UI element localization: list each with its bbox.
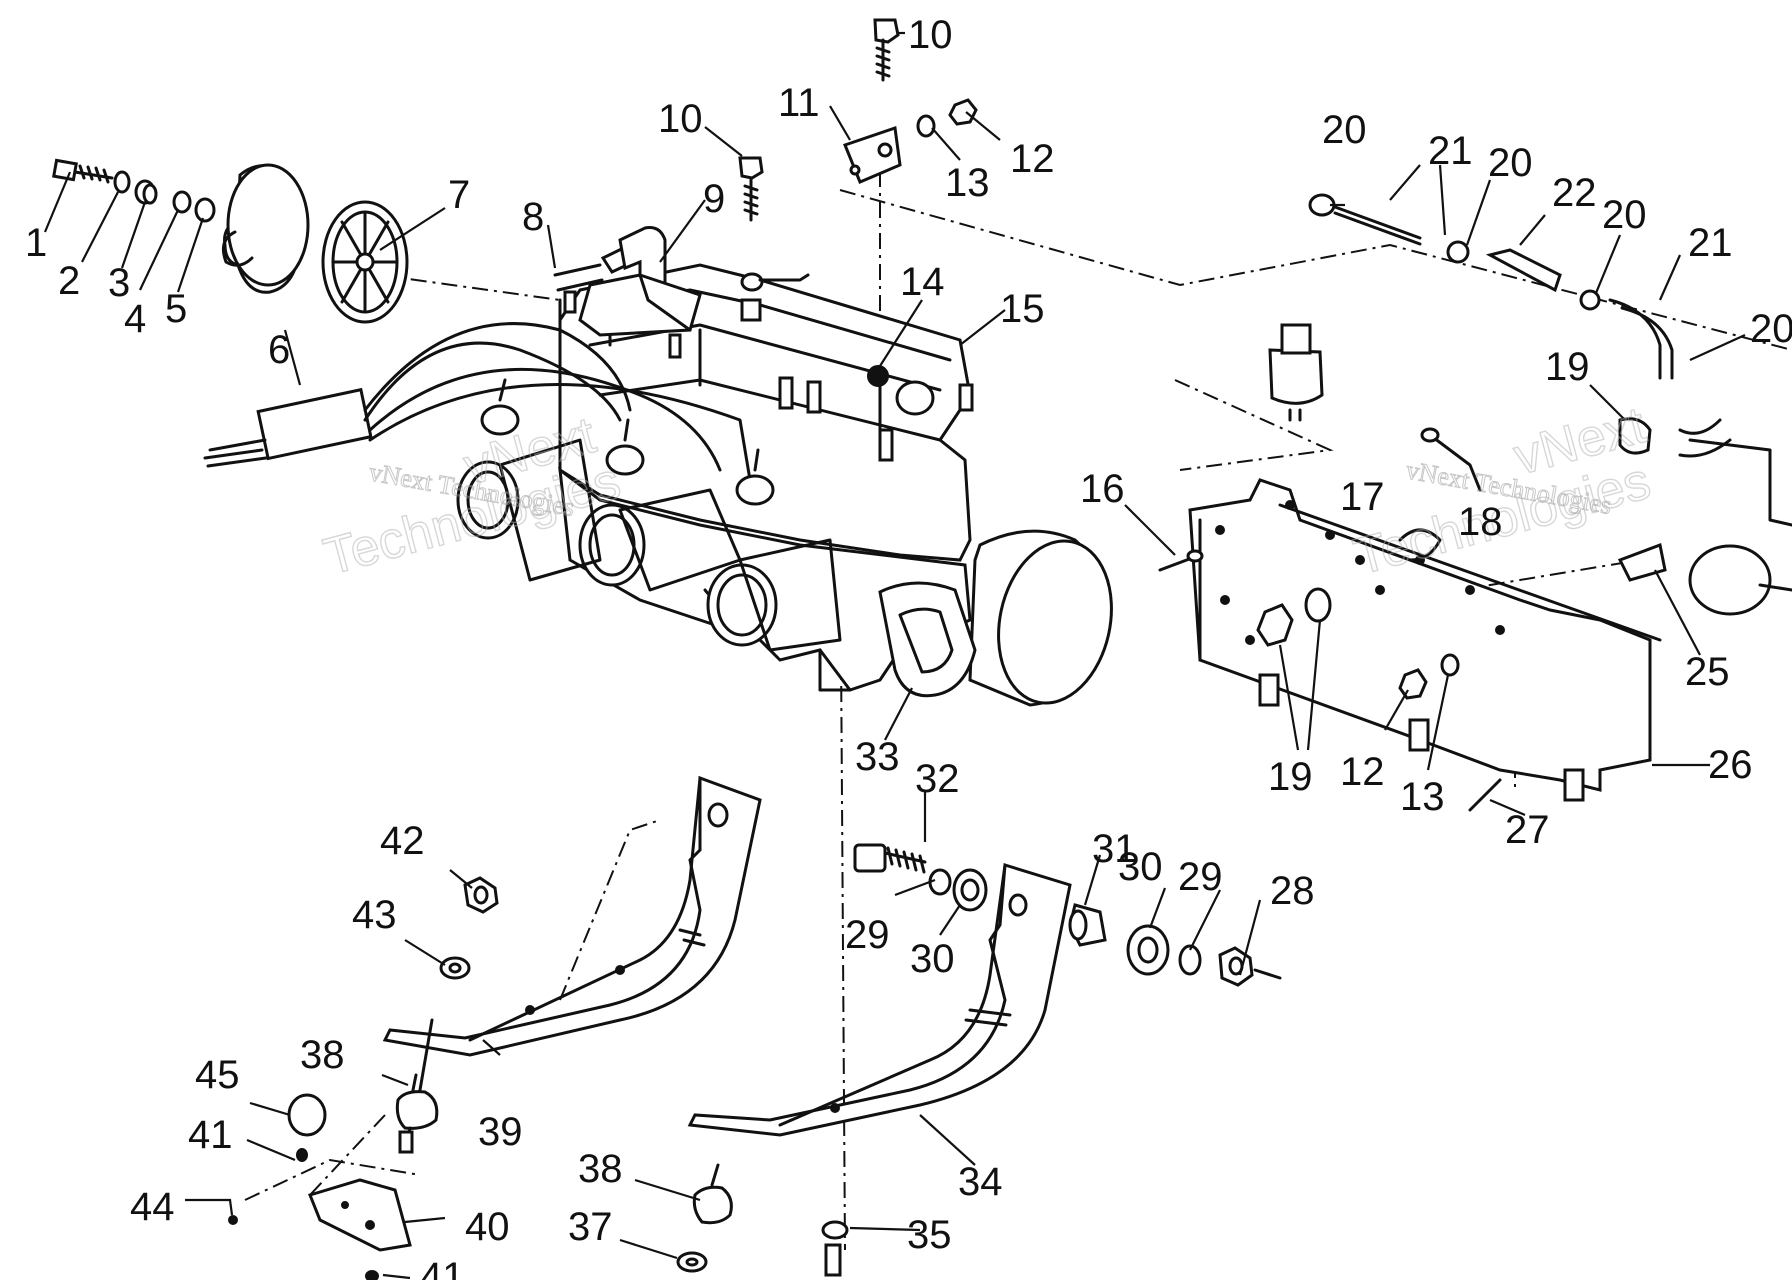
callout-20-a: 20 xyxy=(1322,108,1367,152)
carburetors xyxy=(456,378,842,652)
callout-12-top: 12 xyxy=(1010,137,1055,181)
callout-11: 11 xyxy=(778,81,820,125)
fuel-pump-assembly xyxy=(1268,193,1792,616)
callout-12-bottom: 12 xyxy=(1340,750,1385,794)
air-silencer xyxy=(878,529,1113,707)
callout-22: 22 xyxy=(1552,171,1597,215)
mounting-plate xyxy=(1158,427,1662,812)
callout-45: 45 xyxy=(195,1053,240,1097)
callout-13-bottom: 13 xyxy=(1400,775,1445,819)
callout-42: 42 xyxy=(380,819,425,863)
callout-25: 25 xyxy=(1685,650,1730,694)
right-skid-bracket xyxy=(687,863,1072,1137)
callout-19-bottom: 19 xyxy=(1268,755,1313,799)
callout-43: 43 xyxy=(352,893,397,937)
callout-40: 40 xyxy=(465,1205,510,1249)
lower-mount-hardware xyxy=(228,876,849,1280)
callout-39: 39 xyxy=(478,1110,523,1154)
callout-4: 4 xyxy=(124,297,146,341)
callout-32: 32 xyxy=(915,757,960,801)
callout-16: 16 xyxy=(1080,467,1125,511)
callout-labels: 1 2 3 4 5 6 7 8 9 10 10 11 12 13 14 15 1… xyxy=(25,13,1792,1280)
callout-41-upper: 41 xyxy=(188,1113,233,1157)
callout-38-left: 38 xyxy=(300,1033,345,1077)
callout-35: 35 xyxy=(907,1213,952,1257)
callout-20-d: 20 xyxy=(1750,307,1792,351)
callout-30-right: 30 xyxy=(1118,845,1163,889)
callout-10-top: 10 xyxy=(908,13,953,57)
callout-20-b: 20 xyxy=(1488,141,1533,185)
callout-27: 27 xyxy=(1505,808,1550,852)
callout-29-left: 29 xyxy=(845,913,890,957)
callout-28: 28 xyxy=(1270,869,1315,913)
callout-17: 17 xyxy=(1340,475,1385,519)
callout-15: 15 xyxy=(1000,287,1045,331)
callout-14: 14 xyxy=(900,260,945,304)
wiring-harness xyxy=(203,298,752,482)
callout-21-b: 21 xyxy=(1688,221,1733,265)
callout-6: 6 xyxy=(268,328,290,372)
callout-20-c: 20 xyxy=(1602,193,1647,237)
callout-9: 9 xyxy=(703,177,725,221)
leader-lines xyxy=(43,31,1746,1280)
recoil-starter xyxy=(52,158,409,324)
callout-33: 33 xyxy=(855,735,900,779)
callout-41-lower: 41 xyxy=(420,1255,465,1280)
callout-34: 34 xyxy=(958,1160,1003,1204)
callout-31: 31 xyxy=(1092,827,1137,871)
top-fasteners xyxy=(553,18,978,337)
callout-1: 1 xyxy=(25,221,47,265)
pivot-hardware xyxy=(853,843,1282,987)
callout-10-middle: 10 xyxy=(658,97,703,141)
callout-3: 3 xyxy=(108,261,130,305)
left-skid-bracket xyxy=(382,775,762,1057)
callout-7: 7 xyxy=(448,173,470,217)
callout-19-top: 19 xyxy=(1545,345,1590,389)
callout-8: 8 xyxy=(522,195,544,239)
callout-26: 26 xyxy=(1708,743,1753,787)
callout-21-a: 21 xyxy=(1428,129,1473,173)
callout-44: 44 xyxy=(130,1185,175,1229)
callout-13-top: 13 xyxy=(945,161,990,205)
callout-29-right: 29 xyxy=(1178,855,1223,899)
callout-37: 37 xyxy=(568,1205,613,1249)
callout-2: 2 xyxy=(58,259,80,303)
callout-30-left: 30 xyxy=(910,937,955,981)
callout-38-right: 38 xyxy=(578,1147,623,1191)
callout-18: 18 xyxy=(1458,500,1503,544)
callout-5: 5 xyxy=(165,287,187,331)
